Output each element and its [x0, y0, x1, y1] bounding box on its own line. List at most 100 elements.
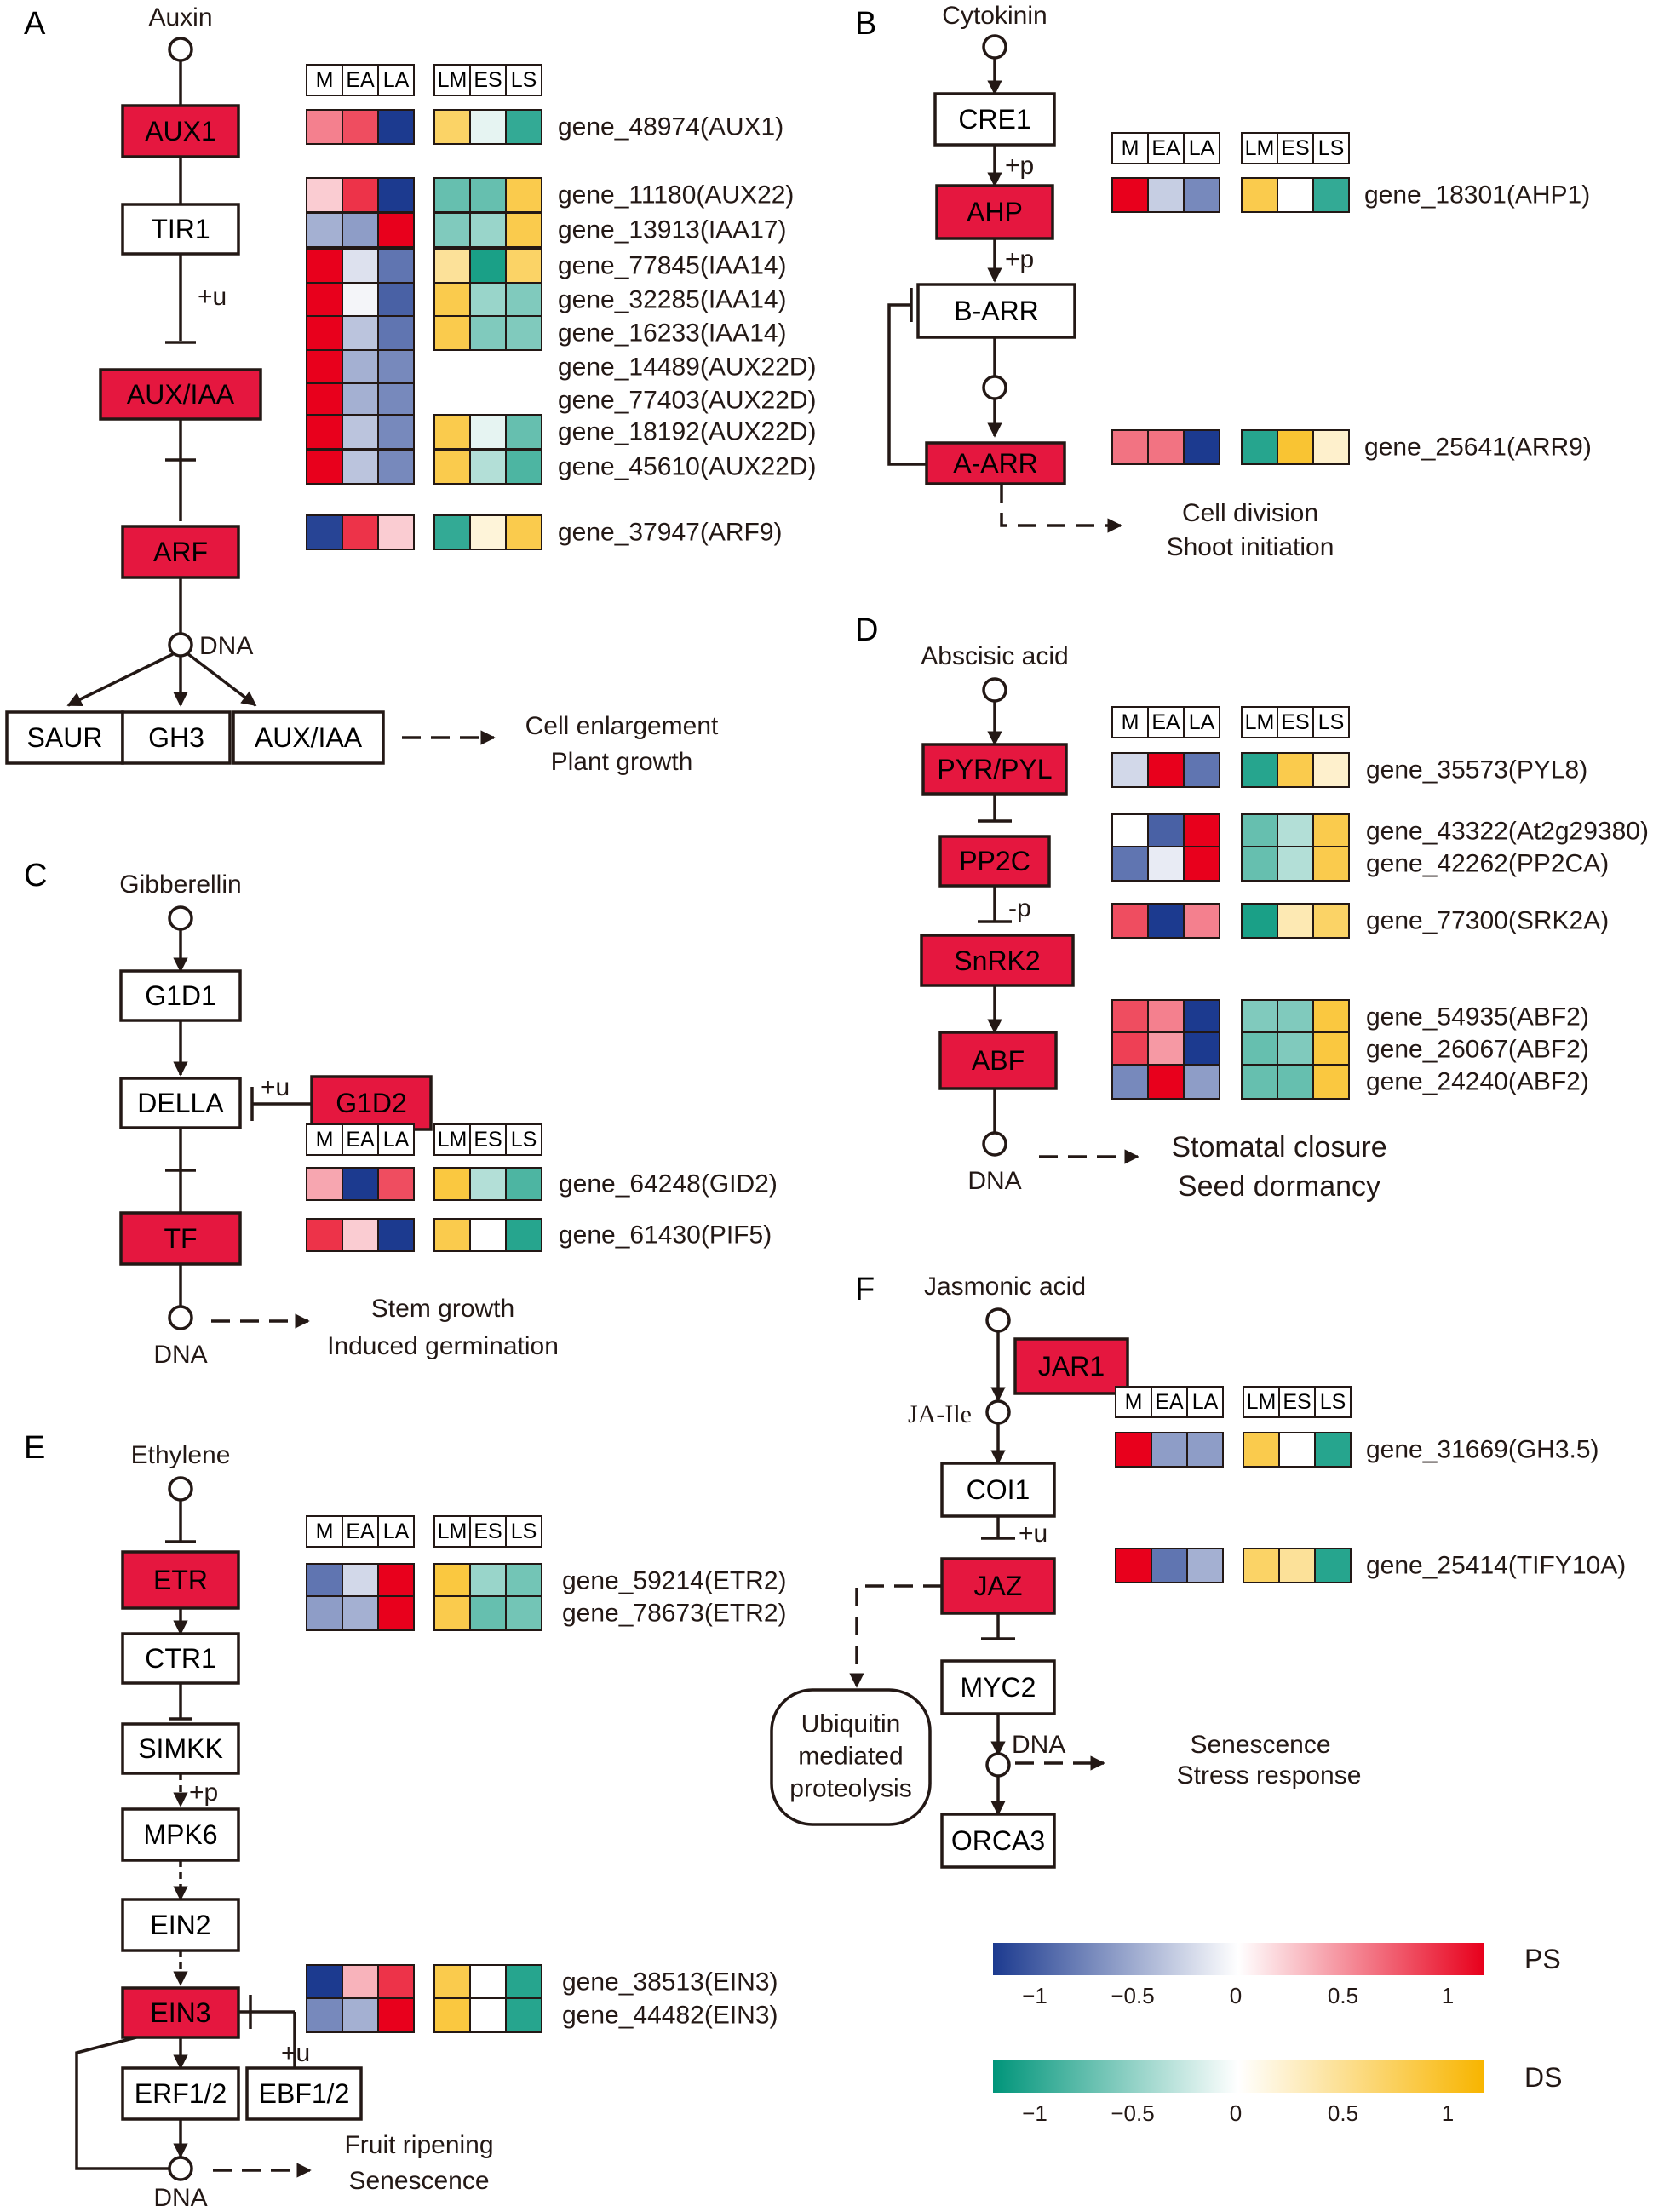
header-label: ES — [474, 1520, 502, 1543]
header-cell — [433, 1123, 471, 1156]
heatmap-cell-ds — [1277, 429, 1314, 465]
svg-text:AUX1: AUX1 — [145, 116, 216, 147]
dna-node-d — [982, 1131, 1007, 1157]
heatmap-cell-ds — [1241, 813, 1278, 849]
header-label: LA — [383, 1128, 410, 1152]
heatmap-cell-ps — [1183, 999, 1220, 1035]
heatmap-cell-ps — [306, 177, 343, 213]
heatmap-cell-ps — [1111, 903, 1149, 939]
heatmap-cell-ps — [342, 514, 379, 550]
legend-ds-tick: −1 — [1022, 2100, 1048, 2126]
annot-d-p: -p — [1008, 894, 1031, 922]
outcome-d-line1: Stomatal closure — [1171, 1131, 1386, 1163]
panel-c-letter: C — [24, 858, 47, 893]
heatmap-cell-ps — [306, 1595, 343, 1631]
svg-text:AHP: AHP — [967, 197, 1023, 227]
header-label: ES — [474, 68, 502, 92]
heatmap-cell-ps — [1183, 429, 1220, 465]
heatmap-cell-ps — [1115, 1548, 1152, 1583]
annot-f-jaile: JA-Ile — [908, 1400, 972, 1428]
node-auxiaa-target: AUX/IAA — [232, 710, 385, 765]
header-cell — [1312, 706, 1350, 738]
header-label: EA — [1155, 1390, 1184, 1414]
outcome-c-line2: Induced germination — [327, 1332, 559, 1360]
ethylene-compound-node — [168, 1476, 193, 1502]
gene-row: gene_61430(PIF5) — [306, 1218, 772, 1252]
heatmap-cell-ps — [377, 1563, 415, 1599]
header-cell — [1277, 706, 1314, 738]
annot-c-u: +u — [261, 1073, 290, 1101]
gene-label: gene_31669(GH3.5) — [1366, 1436, 1599, 1464]
heatmap-cell-ps — [377, 212, 415, 248]
heatmap-cell-ps — [342, 248, 379, 284]
header-cell — [306, 64, 343, 96]
node-jaz: JAZ — [940, 1557, 1056, 1615]
node-arf: ARF — [121, 525, 240, 579]
heatmap-cell-ps — [342, 382, 379, 418]
header-cell — [1186, 1386, 1224, 1418]
outcome-e-line1: Fruit ripening — [344, 2131, 493, 2159]
gene-label: gene_37947(ARF9) — [558, 519, 783, 547]
heatmap-cell-ds — [505, 109, 542, 145]
panel-a-letter: A — [24, 6, 46, 42]
legend-ps-gradient — [993, 1943, 1484, 1975]
node-cre1: CRE1 — [933, 92, 1056, 147]
gene-row: gene_48974(AUX1) — [306, 109, 783, 145]
gene-label: gene_16233(IAA14) — [558, 319, 787, 348]
heatmap-cell-ps — [1115, 1432, 1152, 1468]
panel-d-letter: D — [855, 612, 878, 648]
heatmap-cell-ps — [342, 1964, 379, 2000]
heatmap-cell-ds — [433, 1167, 471, 1201]
dna-node-c — [168, 1305, 193, 1330]
ja-compound-node — [985, 1307, 1011, 1333]
annot-c-dna: DNA — [153, 1341, 207, 1369]
heatmap-cell-ds — [433, 414, 471, 450]
gene-row: gene_45610(AUX22D) — [306, 449, 817, 485]
gene-row: gene_11180(AUX22) — [306, 177, 794, 213]
gene-row: gene_18301(AHP1) — [1111, 177, 1590, 213]
heatmap-cell-ds — [469, 1964, 507, 2000]
heatmap-cell-ps — [342, 1167, 379, 1201]
hormone-gibberellin: Gibberellin — [119, 870, 241, 899]
heatmap-cell-ds — [505, 1218, 542, 1252]
heatmap-cell-ds — [469, 514, 507, 550]
heatmap-cell-ds — [1312, 429, 1350, 465]
heatmap-cell-ds — [505, 1563, 542, 1599]
header-cell — [1241, 132, 1278, 164]
heatmap-cell-ps — [342, 212, 379, 248]
header-cell — [342, 64, 379, 96]
heatmap-cell-ps — [342, 109, 379, 145]
node-coi1: COI1 — [940, 1462, 1056, 1518]
svg-text:SnRK2: SnRK2 — [954, 945, 1040, 976]
svg-text:EBF1/2: EBF1/2 — [259, 2078, 350, 2109]
svg-text:AUX/IAA: AUX/IAA — [255, 722, 363, 753]
heatmap-cell-ps — [377, 1167, 415, 1201]
gene-row: gene_43322(At2g29380) — [1111, 813, 1649, 849]
outcome-e-line2: Senescence — [348, 2167, 489, 2195]
svg-text:G1D2: G1D2 — [336, 1088, 407, 1118]
gene-label: gene_61430(PIF5) — [559, 1221, 772, 1250]
dna-node-e — [168, 2156, 193, 2181]
heatmap-cell-ds — [469, 248, 507, 284]
node-abf: ABF — [938, 1031, 1058, 1090]
heatmap-cell-ds — [469, 449, 507, 485]
gene-label: gene_64248(GID2) — [559, 1170, 778, 1198]
edge-dna-saur — [66, 652, 174, 707]
gene-label: gene_54935(ABF2) — [1366, 1003, 1589, 1031]
heatmap-cell-ds — [1277, 752, 1314, 788]
header-cell — [377, 1123, 415, 1156]
node-ebf: EBF1/2 — [245, 2066, 363, 2121]
header-cell — [1278, 1386, 1316, 1418]
legend-ds-tick: 1 — [1442, 2100, 1454, 2126]
node-snrk2: SnRK2 — [920, 934, 1075, 987]
heatmap-cell-ps — [1147, 903, 1185, 939]
svg-text:ORCA3: ORCA3 — [951, 1825, 1045, 1856]
svg-text:AUX/IAA: AUX/IAA — [127, 379, 235, 410]
gene-label: gene_77403(AUX22D) — [558, 387, 817, 415]
header-cell — [1312, 132, 1350, 164]
gene-row: gene_44482(EIN3) — [306, 1997, 778, 2033]
